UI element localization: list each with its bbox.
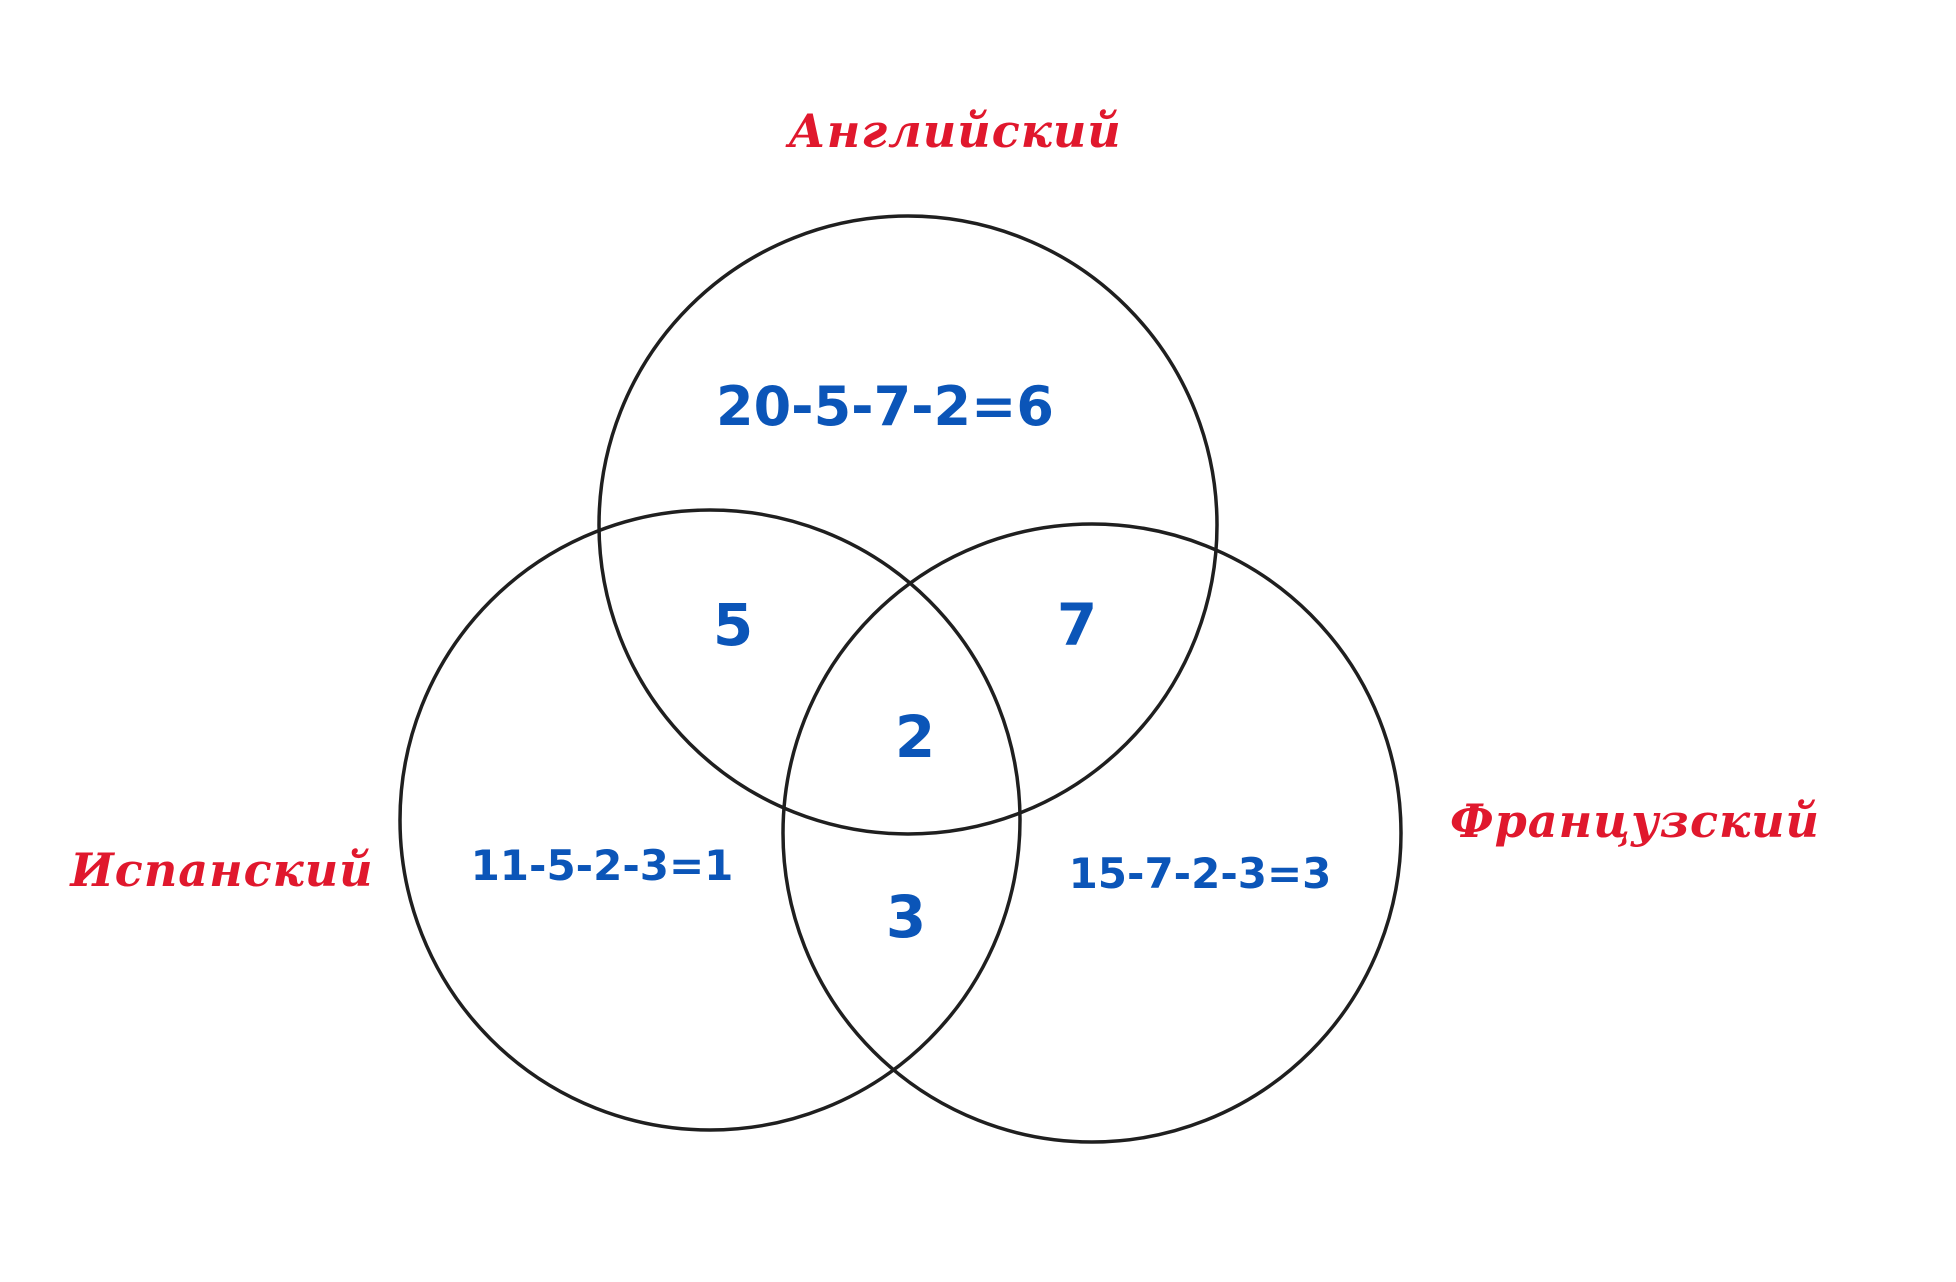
french-set-label: Французский <box>1450 794 1820 848</box>
french-circle <box>781 522 1403 1144</box>
english-circle <box>597 214 1219 836</box>
all-three-value: 2 <box>895 703 935 771</box>
french-only-value: 15-7-2-3=3 <box>1069 849 1332 898</box>
spanish-set-label: Испанский <box>68 843 373 897</box>
spanish-only-value: 11-5-2-3=1 <box>471 841 734 890</box>
spanish-circle <box>398 508 1022 1132</box>
spanish-french-value: 3 <box>886 883 926 951</box>
english-french-value: 7 <box>1057 591 1097 659</box>
english-set-label: Английский <box>785 104 1121 158</box>
english-only-value: 20-5-7-2=6 <box>716 375 1054 438</box>
english-spanish-value: 5 <box>713 591 753 659</box>
